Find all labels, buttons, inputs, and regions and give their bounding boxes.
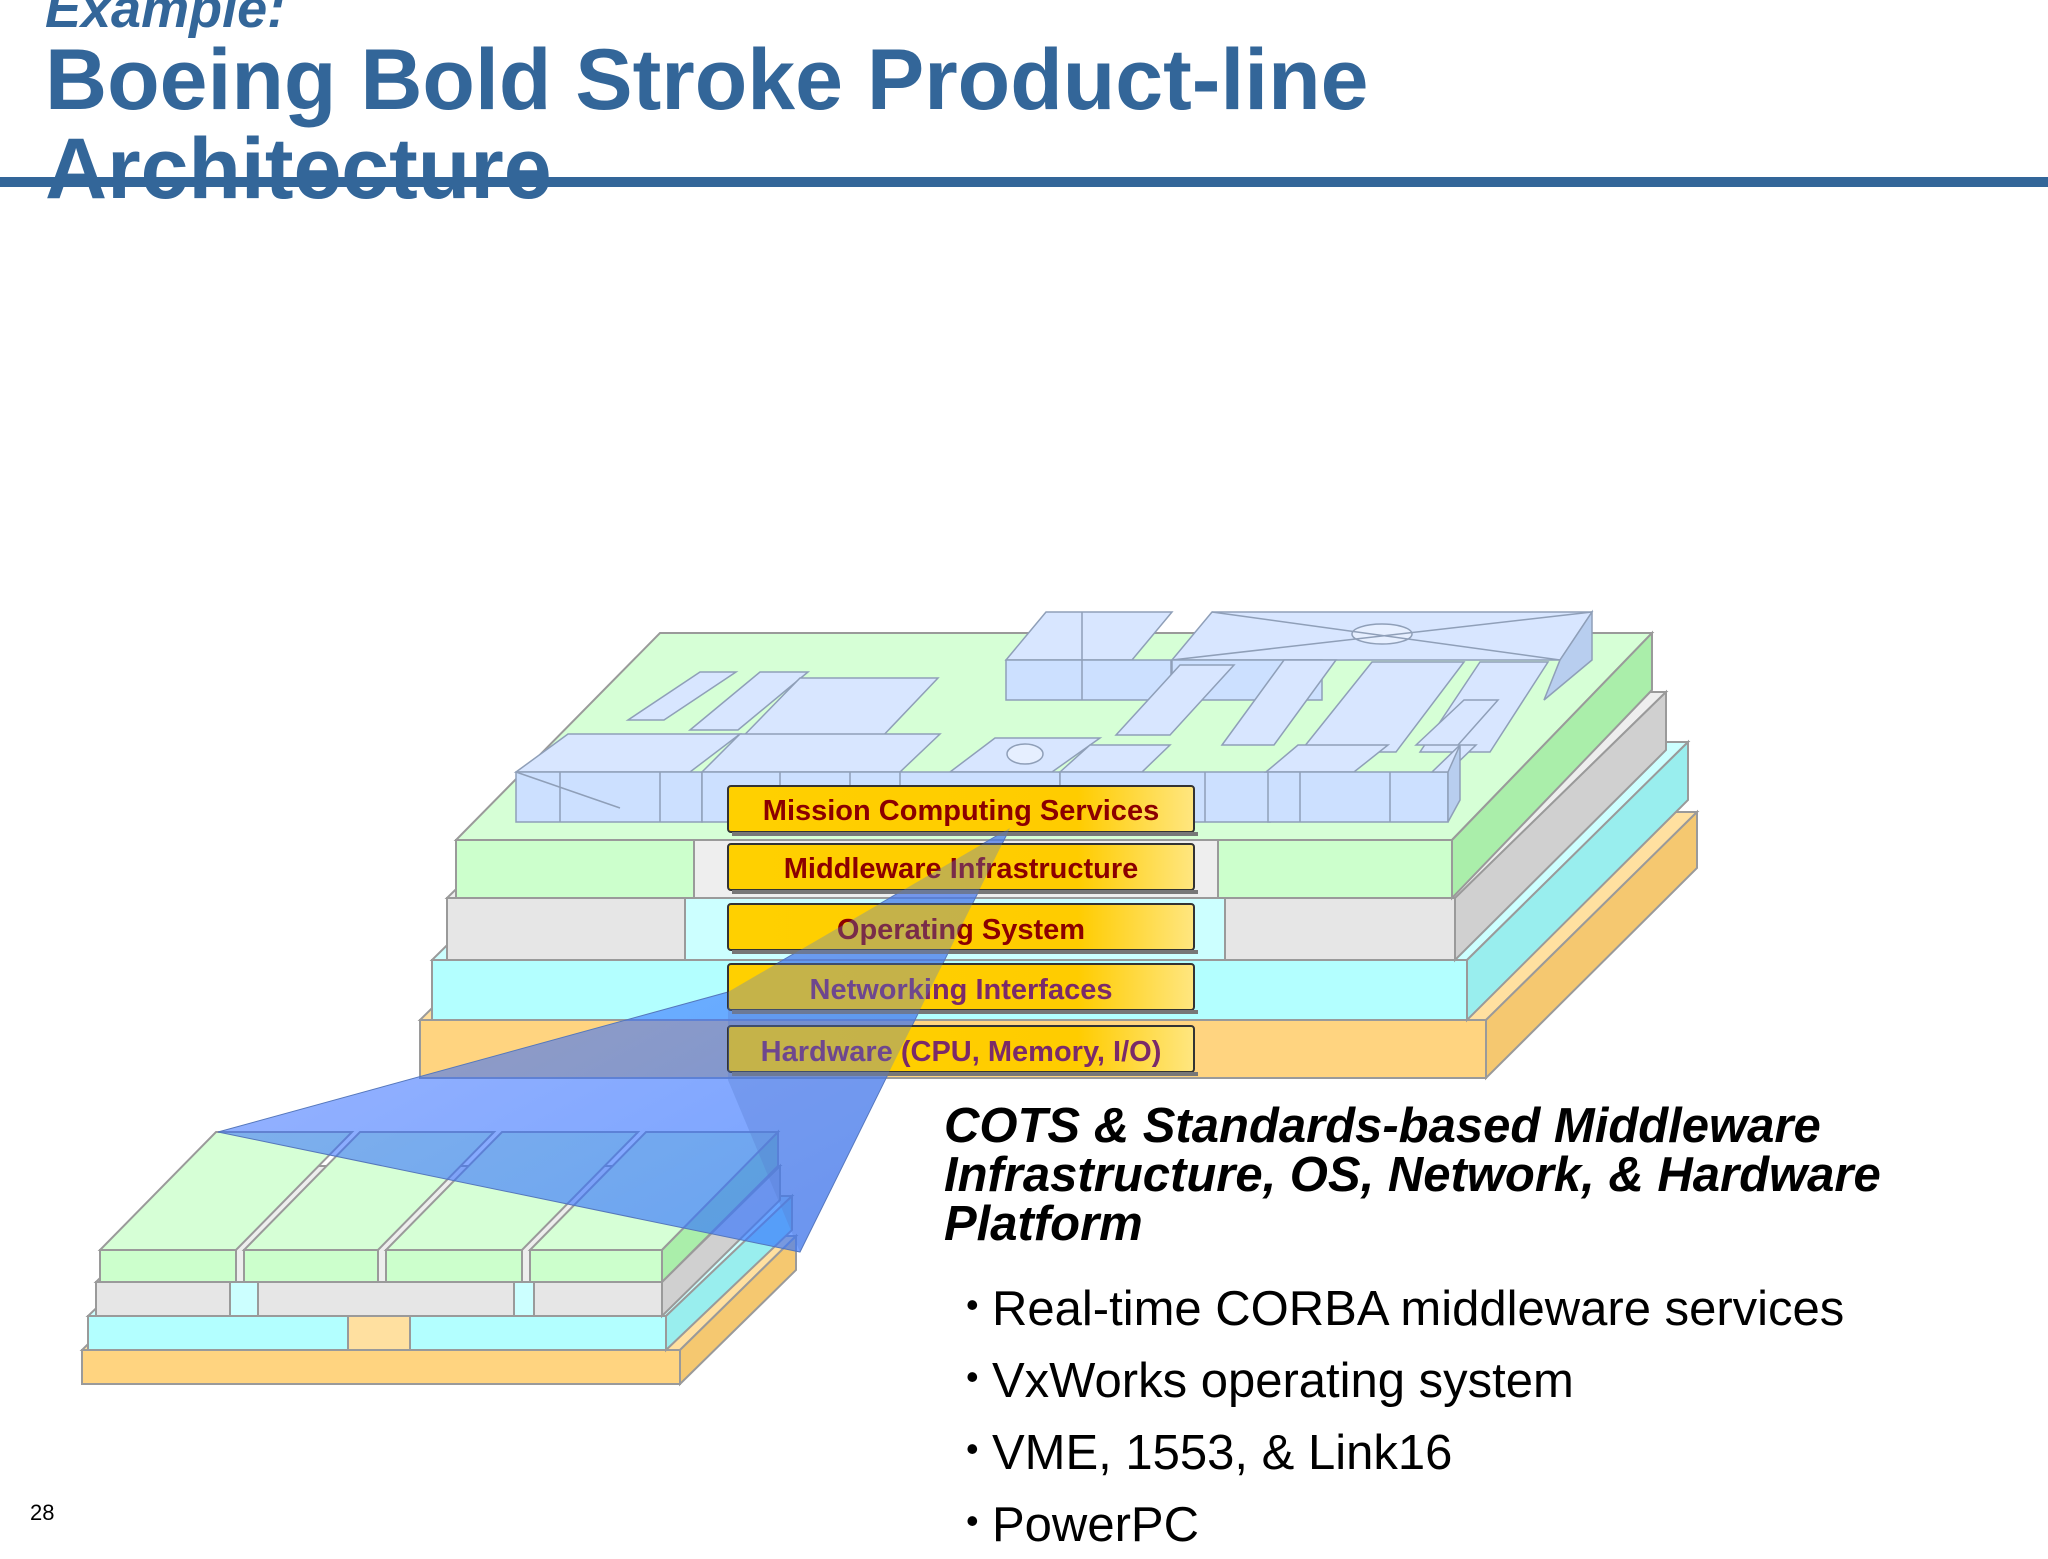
component-block [687, 671, 811, 731]
bullet-text: VME, 1553, & Link16 [992, 1426, 1453, 1480]
component-dome-top [1006, 743, 1044, 765]
layer-networking: Networking Interfaces [727, 963, 1198, 1014]
layer-operating-system: Operating System [727, 903, 1198, 954]
component-block [515, 771, 703, 823]
platform-bullets: • Real-time CORBA middleware services • Vx… [966, 1271, 1881, 1559]
component-block [1220, 659, 1338, 746]
heading-line: Platform [944, 1197, 1143, 1251]
platform-heading: COTS & Standards-based Middleware Infras… [944, 1102, 1881, 1249]
main-mw-front-right [1224, 897, 1456, 961]
platform-description: COTS & Standards-based Middleware Infras… [944, 1102, 1881, 1559]
small-net-front-right [409, 1315, 667, 1351]
bullet-item: • Real-time CORBA middleware services [966, 1271, 1881, 1343]
small-app-front [529, 1249, 663, 1283]
slide-title-line1: Boeing Bold Stroke Product-line [45, 32, 1369, 128]
page-number: 28 [30, 1500, 55, 1525]
small-app-front [385, 1249, 523, 1283]
small-app-front [99, 1249, 237, 1283]
small-hw-front [81, 1349, 681, 1385]
component-block [1005, 659, 1172, 701]
component-block [700, 733, 942, 773]
bullet-item: • VME, 1553, & Link16 [966, 1415, 1881, 1487]
layer-hardware: Hardware (CPU, Memory, I/O) [727, 1025, 1198, 1076]
small-mw-front-b [257, 1281, 515, 1317]
layer-middleware: Middleware Infrastructure [727, 843, 1198, 894]
heading-line: Infrastructure, OS, Network, & Hardware [944, 1148, 1881, 1202]
component-block [1414, 699, 1500, 746]
bullet-text: Real-time CORBA middleware services [992, 1282, 1845, 1336]
layer-label: Networking Interfaces [810, 974, 1113, 1006]
layer-stack: Mission Computing Services Middleware In… [727, 785, 1198, 1252]
slide-title-line2: Architecture [45, 121, 552, 217]
component-edge [515, 771, 621, 809]
layer-label: Hardware (CPU, Memory, I/O) [761, 1036, 1162, 1068]
bullet-dot-icon: • [966, 1356, 979, 1397]
slide-kicker: Example: [45, 0, 286, 39]
main-mw-front-left [446, 897, 686, 961]
component-hub [1351, 623, 1413, 645]
bullet-dot-icon: • [966, 1500, 979, 1541]
heading-line: COTS & Standards-based Middleware [944, 1099, 1821, 1153]
bullet-text: VxWorks operating system [992, 1354, 1574, 1408]
small-platform [79, 1129, 799, 1387]
layer-mission-computing: Mission Computing Services [727, 785, 1198, 836]
component-block [1114, 664, 1236, 736]
component-side [1543, 609, 1593, 701]
title-rule [0, 177, 2048, 187]
bullet-item: • VxWorks operating system [966, 1343, 1881, 1415]
bullet-dot-icon: • [966, 1428, 979, 1469]
component-side [1447, 744, 1461, 823]
small-mw-front-a [95, 1281, 231, 1317]
zoom-beam-tip [728, 828, 1010, 1252]
component-edge [1171, 611, 1593, 661]
component-block [1267, 771, 1449, 823]
bullet-text: PowerPC [992, 1498, 1199, 1552]
small-mw-front-c [533, 1281, 663, 1317]
small-net-front-left [87, 1315, 349, 1351]
bullet-item: • PowerPC [966, 1487, 1881, 1559]
main-app-front-left [455, 839, 695, 899]
small-app-front [243, 1249, 379, 1283]
layer-label: Mission Computing Services [763, 795, 1159, 827]
title-block: Example: Boeing Bold Stroke Product-line… [45, 0, 1369, 214]
bullet-dot-icon: • [966, 1284, 979, 1325]
main-app-front-right [1217, 839, 1453, 899]
layer-label: Middleware Infrastructure [784, 853, 1139, 885]
layer-label: Operating System [837, 914, 1085, 946]
component-block [625, 671, 739, 721]
